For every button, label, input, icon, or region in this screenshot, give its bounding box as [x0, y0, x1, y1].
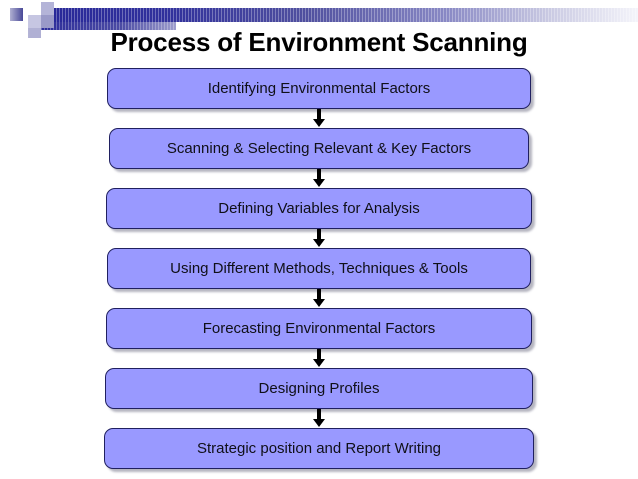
flow-arrow-3 [0, 229, 638, 248]
arrow-head-icon [313, 119, 325, 127]
flow-step-label: Forecasting Environmental Factors [202, 320, 436, 337]
flow-chart: Identifying Environmental Factors Scanni… [0, 68, 638, 469]
flow-step-label: Identifying Environmental Factors [207, 80, 431, 97]
flow-step-6: Designing Profiles [105, 368, 533, 409]
flow-arrow-1 [0, 109, 638, 128]
page-title: Process of Environment Scanning [110, 27, 528, 57]
mosaic-square-pale-right [41, 15, 54, 28]
mosaic-square-white [28, 2, 41, 15]
mosaic-square-pale-lower [28, 28, 41, 38]
flow-arrow-6 [0, 409, 638, 428]
arrow-stem [317, 109, 321, 120]
arrow-head-icon [313, 359, 325, 367]
arrow-stem [317, 349, 321, 360]
flow-step-label: Scanning & Selecting Relevant & Key Fact… [166, 140, 472, 157]
arrow-head-icon [313, 419, 325, 427]
arrow-stem [317, 289, 321, 300]
header-decoration [0, 0, 638, 40]
flow-step-1: Identifying Environmental Factors [107, 68, 531, 109]
header-gradient-bar-secondary [36, 22, 176, 30]
arrow-head-icon [313, 239, 325, 247]
arrow-stem [317, 409, 321, 420]
flow-step-label: Using Different Methods, Techniques & To… [170, 260, 468, 277]
arrow-stem [317, 169, 321, 180]
flow-step-3: Defining Variables for Analysis [106, 188, 532, 229]
arrow-head-icon [313, 179, 325, 187]
flow-step-2: Scanning & Selecting Relevant & Key Fact… [109, 128, 529, 169]
flow-arrow-4 [0, 289, 638, 308]
flow-step-label: Designing Profiles [258, 380, 380, 397]
flow-step-label: Defining Variables for Analysis [218, 200, 420, 217]
flow-step-4: Using Different Methods, Techniques & To… [107, 248, 531, 289]
arrow-stem [317, 229, 321, 240]
flow-step-7: Strategic position and Report Writing [104, 428, 534, 469]
flow-step-label: Strategic position and Report Writing [196, 440, 441, 457]
mosaic-square-pale-left [28, 15, 41, 28]
arrow-head-icon [313, 299, 325, 307]
flow-step-5: Forecasting Environmental Factors [106, 308, 532, 349]
header-gradient-bar [36, 8, 638, 22]
mosaic-square-pale-upper [41, 2, 54, 15]
flow-arrow-5 [0, 349, 638, 368]
mosaic-fade-overlay [0, 0, 30, 40]
flow-arrow-2 [0, 169, 638, 188]
